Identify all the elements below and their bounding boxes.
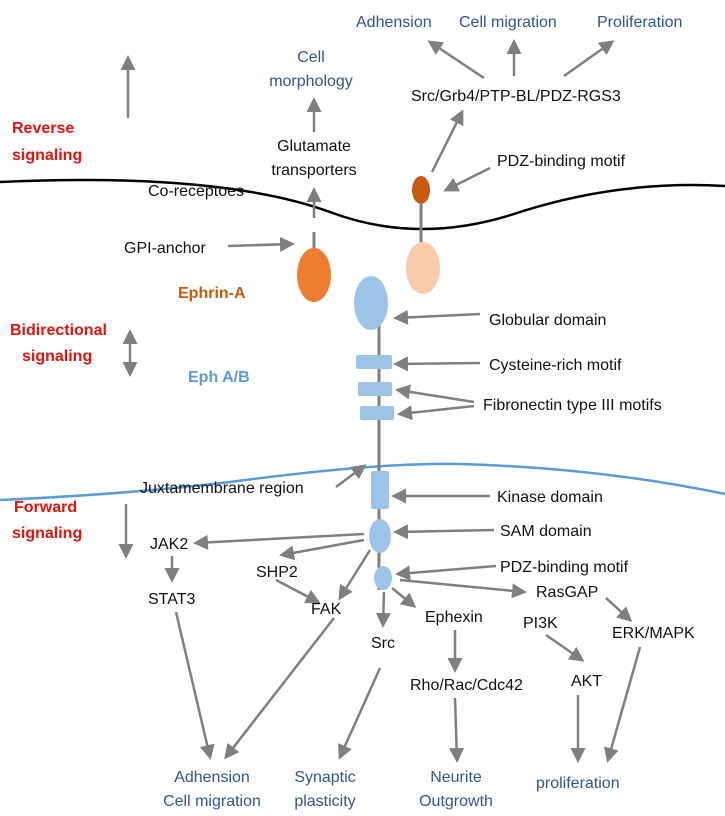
arrow-stat3-to-adhesion [174, 611, 215, 760]
sam-domain-label: SAM domain [500, 523, 592, 540]
fibronectin-label: Fibronectin type III motifs [483, 397, 662, 414]
pdz-motif-shape-bottom [374, 566, 392, 590]
bidirectional-signaling-label: Bidirectional signaling [10, 322, 107, 365]
erk-mapk-label: ERK/MAPK [612, 625, 695, 642]
pdz-binding-motif-top-label: PDZ-binding motif [497, 153, 626, 170]
arrow-pi3k-to-akt [545, 633, 585, 662]
arrow-shp2-to-fak [275, 578, 321, 604]
neurite-line1: Neurite [430, 769, 482, 786]
fibronectin-shape-1 [358, 382, 392, 396]
rasgap-label: RasGAP [536, 584, 598, 601]
ephrin-a-label: Ephrin-A [178, 285, 246, 302]
kinase-domain-shape [371, 471, 389, 509]
reverse-signaling-label: Reverse signaling [12, 120, 82, 164]
ephrin-a-shape [297, 248, 331, 302]
bidirectional-signaling-line1: Bidirectional [10, 322, 107, 339]
arrow-erk-to-proliferation [604, 646, 642, 763]
arrow-to-src-grb4 [430, 109, 464, 173]
arrow-pdz-top [443, 166, 491, 192]
stat3-label: STAT3 [148, 591, 196, 608]
arrow-cysteine [393, 356, 481, 372]
morphology-line1: Cell [297, 49, 325, 66]
glutamate-transporters-label: Glutamate transporters [271, 138, 356, 179]
src-label: Src [371, 635, 395, 652]
bottom-proliferation-outcome: proliferation [536, 775, 620, 792]
arrow-juxtamembrane [335, 464, 367, 488]
arrow-rasgap-to-erk [605, 597, 633, 623]
glutamate-line2: transporters [271, 162, 356, 179]
eph-ab-label: Eph A/B [188, 369, 250, 386]
pi3k-label: PI3K [523, 615, 558, 632]
arrow-globular [393, 309, 481, 325]
top-adhesion-outcome: Adhension [356, 14, 432, 31]
forward-signaling-line2: signaling [12, 525, 82, 542]
bottom-synaptic-outcome: Synaptic plasticity [294, 769, 355, 810]
pdz-motif-shape-top [412, 176, 430, 204]
arrow-to-ephexin [391, 587, 417, 608]
juxtamembrane-label: Juxtamembrane region [140, 480, 304, 497]
top-proliferation-outcome: Proliferation [597, 14, 682, 31]
co-receptors-label: Co-receptoes [148, 183, 244, 200]
morphology-line2: morphology [269, 73, 353, 90]
akt-label: AKT [571, 673, 602, 690]
src-grb4-label: Src/Grb4/PTP-BL/PDZ-RGS3 [411, 88, 621, 105]
globular-domain-label: Globular domain [489, 312, 606, 329]
arrow-pdz-bottom [395, 564, 497, 581]
reverse-signaling-line1: Reverse [12, 120, 74, 137]
globular-domain-shape [354, 276, 388, 330]
synaptic-line1: Synaptic [294, 769, 355, 786]
gpi-anchor-label: GPI-anchor [124, 240, 206, 257]
ephexin-label: Ephexin [425, 609, 483, 626]
arrow-rho-to-neurite [449, 697, 465, 763]
rho-rac-cdc42-label: Rho/Rac/Cdc42 [410, 677, 523, 694]
adhesion-line2: Cell migration [163, 793, 261, 810]
top-migration-outcome: Cell migration [459, 14, 557, 31]
arrow-to-shp2 [279, 538, 365, 561]
arrow-fak-to-adhesion [224, 617, 335, 760]
ephrin-b-shape [406, 242, 440, 294]
kinase-domain-label: Kinase domain [497, 489, 603, 506]
adhesion-line1: Adhension [174, 769, 250, 786]
arrow-to-fak [338, 549, 372, 601]
plasma-membrane-top [0, 178, 725, 231]
shp2-label: SHP2 [256, 564, 298, 581]
pdz-binding-motif-bottom-label: PDZ-binding motif [500, 559, 629, 576]
cysteine-rich-shape [356, 355, 392, 369]
arrow-sam [393, 524, 495, 540]
arrow-fibronectin-2 [397, 404, 475, 421]
synaptic-line2: plasticity [294, 793, 355, 810]
jak2-label: JAK2 [150, 536, 188, 553]
arrow-gpi-anchor [227, 236, 295, 252]
arrow-src-to-synaptic [338, 667, 382, 760]
arrow-fibronectin-1 [395, 384, 475, 404]
glutamate-line1: Glutamate [277, 138, 351, 155]
arrow-to-rasgap [399, 578, 527, 599]
sam-domain-shape [369, 519, 391, 553]
arrow-to-jak2 [193, 532, 365, 550]
arrow-to-adhesion-top [427, 40, 485, 80]
top-morphology-outcome: Cell morphology [269, 49, 353, 90]
fibronectin-shape-2 [360, 406, 394, 420]
forward-signaling-line1: Forward [14, 499, 77, 516]
arrow-to-proliferation-top [563, 40, 615, 78]
arrow-to-src [375, 591, 391, 628]
bidirectional-signaling-line2: signaling [22, 348, 92, 365]
neurite-line2: Outgrowth [419, 793, 493, 810]
fak-label: FAK [311, 601, 342, 618]
forward-signaling-label: Forward signaling [12, 499, 82, 542]
reverse-signaling-line2: signaling [12, 147, 82, 164]
cysteine-rich-label: Cysteine-rich motif [489, 357, 622, 374]
plasma-membrane-bottom [0, 462, 725, 502]
